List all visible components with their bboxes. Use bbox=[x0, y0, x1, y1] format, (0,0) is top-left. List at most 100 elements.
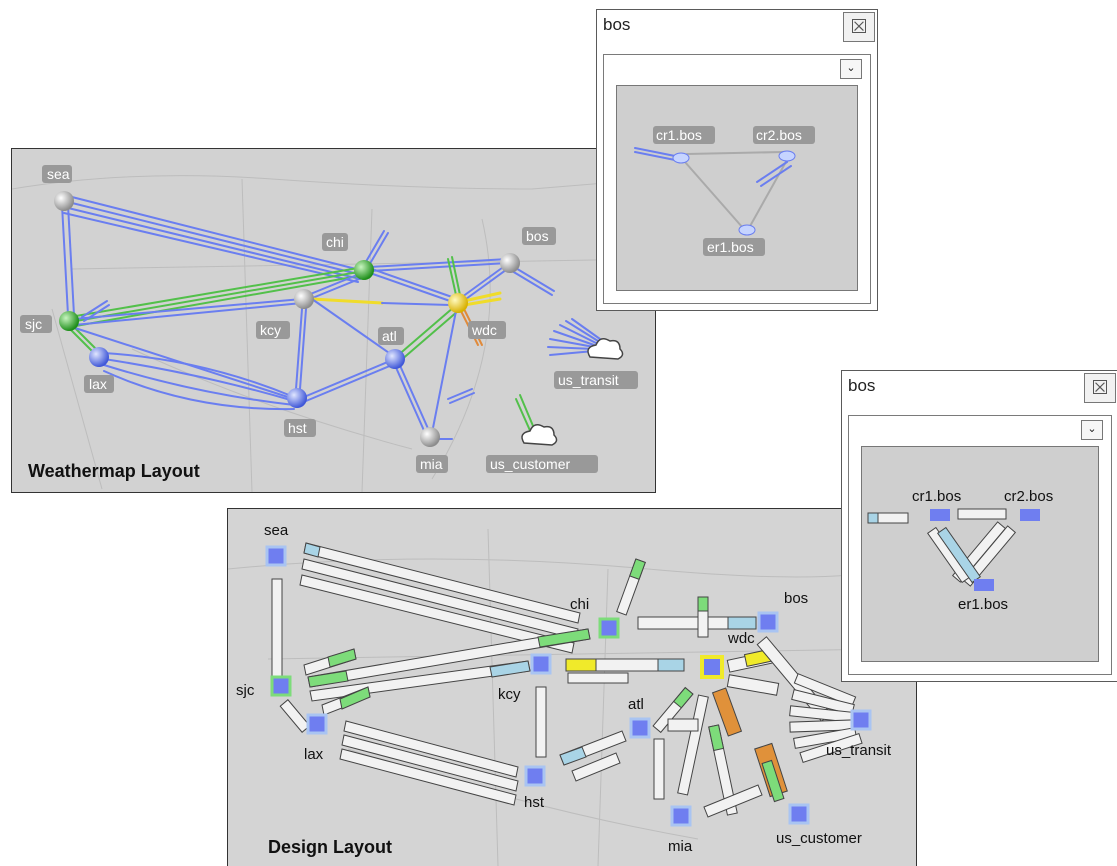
label-cr2-bos: cr2.bos bbox=[1004, 488, 1053, 505]
label-wdc: wdc bbox=[471, 322, 497, 338]
label-kcy: kcy bbox=[498, 686, 521, 703]
label-sjc: sjc bbox=[236, 682, 255, 699]
us-transit-fan bbox=[547, 318, 601, 356]
label-hst: hst bbox=[288, 420, 307, 436]
chevron-down-icon[interactable]: ⌄ bbox=[1081, 420, 1103, 440]
node-bos[interactable] bbox=[500, 253, 520, 273]
label-atl: atl bbox=[628, 696, 644, 713]
link-bars bbox=[271, 542, 863, 818]
node-er1-bos[interactable] bbox=[974, 579, 994, 591]
node-atl[interactable] bbox=[385, 349, 405, 369]
node-kcy[interactable] bbox=[530, 653, 552, 675]
node-chi[interactable] bbox=[354, 260, 374, 280]
node-sjc[interactable] bbox=[270, 675, 292, 697]
label-sea: sea bbox=[264, 522, 289, 539]
label-lax: lax bbox=[304, 746, 324, 763]
bar-kcy-hst bbox=[535, 686, 547, 758]
cloud-icon-us-transit[interactable] bbox=[587, 338, 624, 360]
window-title: bos bbox=[848, 376, 876, 395]
router-icon-er1 bbox=[738, 224, 756, 236]
node-hst[interactable] bbox=[287, 388, 307, 408]
design-canvas[interactable]: sea chi bos sjc kcy wdc atl lax hst mia … bbox=[228, 509, 916, 866]
node-cr2-bos[interactable] bbox=[1020, 509, 1040, 521]
node-mia[interactable] bbox=[670, 805, 692, 827]
label-mia: mia bbox=[668, 838, 693, 855]
window-body: ⌄ cr1.bos bbox=[603, 54, 871, 304]
label-cr2-bos: cr2.bos bbox=[756, 127, 802, 143]
close-icon: ⮽ bbox=[1092, 375, 1108, 399]
label-sjc: sjc bbox=[25, 316, 42, 332]
design-nodes bbox=[265, 545, 872, 827]
design-panel: sea chi bos sjc kcy wdc atl lax hst mia … bbox=[227, 508, 917, 866]
node-cr1-bos[interactable] bbox=[930, 509, 950, 521]
bos-window-bottom[interactable]: bos ⮽ ⌄ cr1.bos cr2.bos e bbox=[841, 370, 1117, 682]
close-button[interactable]: ⮽ bbox=[1084, 373, 1116, 403]
link-atl-wdc bbox=[395, 306, 455, 358]
bos-canvas-top[interactable]: cr1.bos cr2.bos er1.bos bbox=[616, 85, 858, 291]
link-atl-hst bbox=[303, 360, 391, 398]
bar-sea-sjc bbox=[271, 578, 283, 680]
node-us-transit[interactable] bbox=[850, 709, 872, 731]
node-bos[interactable] bbox=[757, 611, 779, 633]
node-sjc[interactable] bbox=[59, 311, 79, 331]
node-lax[interactable] bbox=[306, 713, 328, 735]
label-er1-bos: er1.bos bbox=[958, 596, 1008, 613]
weathermap-canvas[interactable]: sea chi bos sjc kcy wdc atl lax hst mia … bbox=[12, 149, 655, 492]
link-chi-bos bbox=[369, 258, 509, 268]
node-us-customer[interactable] bbox=[788, 803, 810, 825]
link-kcy-wdc bbox=[310, 297, 384, 305]
label-hst: hst bbox=[524, 794, 545, 811]
link-lax-hst bbox=[103, 352, 295, 398]
cloud-icon-us-customer[interactable] bbox=[521, 424, 558, 446]
label-cr1-bos: cr1.bos bbox=[656, 127, 702, 143]
node-lax[interactable] bbox=[89, 347, 109, 367]
router-icons bbox=[672, 150, 796, 236]
label-chi: chi bbox=[570, 596, 589, 613]
label-us-customer: us_customer bbox=[490, 456, 570, 472]
close-icon: ⮽ bbox=[851, 14, 867, 38]
close-button[interactable]: ⮽ bbox=[843, 12, 875, 42]
node-labels: sea chi bos sjc kcy wdc atl lax hst mia … bbox=[20, 165, 638, 473]
label-sea: sea bbox=[47, 166, 70, 182]
label-us-customer: us_customer bbox=[776, 830, 862, 847]
node-wdc[interactable] bbox=[700, 655, 724, 679]
bos-window-top[interactable]: bos ⮽ ⌄ bbox=[596, 9, 878, 311]
node-kcy[interactable] bbox=[294, 289, 314, 309]
link-chi-wdc bbox=[369, 272, 451, 302]
design-labels: sea chi bos sjc kcy wdc atl lax hst mia … bbox=[236, 522, 892, 855]
link-sjc-kcy bbox=[73, 298, 303, 320]
label-bos: bos bbox=[526, 228, 549, 244]
link-atl-mia bbox=[393, 362, 427, 436]
weathermap-panel: sea chi bos sjc kcy wdc atl lax hst mia … bbox=[11, 148, 656, 493]
link-sea-chi bbox=[63, 194, 365, 272]
bar-lax-hst bbox=[343, 720, 519, 778]
label-us-transit: us_transit bbox=[826, 742, 892, 759]
label-kcy: kcy bbox=[260, 322, 281, 338]
node-mia[interactable] bbox=[420, 427, 440, 447]
label-er1-bos: er1.bos bbox=[707, 239, 754, 255]
link-kcy-hst bbox=[295, 308, 303, 390]
chevron-down-icon[interactable]: ⌄ bbox=[840, 59, 862, 79]
label-lax: lax bbox=[89, 376, 107, 392]
link-sea-sjc bbox=[61, 204, 69, 316]
link-kcy-chi bbox=[307, 272, 363, 296]
label-mia: mia bbox=[420, 456, 443, 472]
node-chi[interactable] bbox=[598, 617, 620, 639]
bos-canvas-bottom[interactable]: cr1.bos cr2.bos er1.bos bbox=[861, 446, 1099, 662]
router-icon-cr2 bbox=[778, 150, 796, 162]
label-wdc: wdc bbox=[727, 630, 755, 647]
design-layout-title: Design Layout bbox=[268, 837, 393, 857]
node-wdc[interactable] bbox=[448, 293, 468, 313]
node-sea[interactable] bbox=[54, 191, 74, 211]
link-sjc-chi bbox=[69, 266, 365, 318]
links bbox=[61, 194, 601, 440]
weathermap-layout-title: Weathermap Layout bbox=[28, 461, 200, 481]
node-hst[interactable] bbox=[524, 765, 546, 787]
link-sjc-lax bbox=[67, 326, 97, 356]
label-chi: chi bbox=[326, 234, 344, 250]
node-sea[interactable] bbox=[265, 545, 287, 567]
label-atl: atl bbox=[382, 328, 397, 344]
node-atl[interactable] bbox=[629, 717, 651, 739]
label-bos: bos bbox=[784, 590, 808, 607]
label-cr1-bos: cr1.bos bbox=[912, 488, 961, 505]
